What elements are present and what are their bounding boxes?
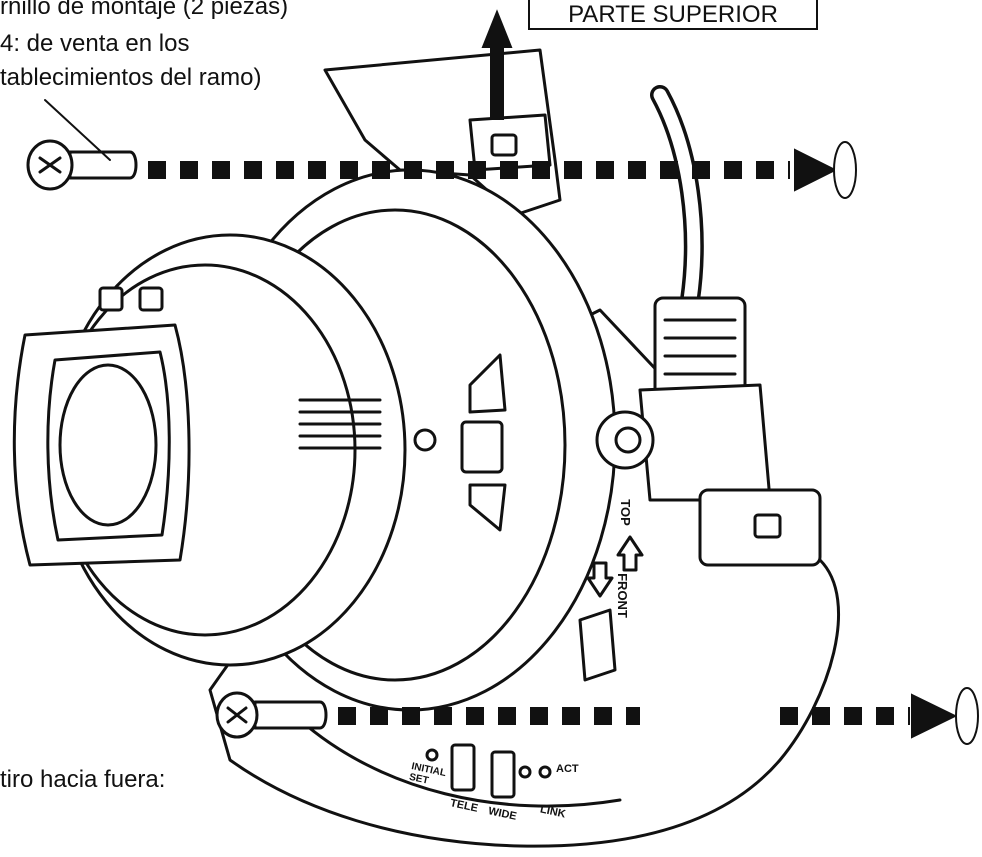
- top-label: PARTE SUPERIOR: [568, 1, 778, 28]
- vent-fin-middle: [460, 420, 504, 474]
- top-arrowhead: [794, 148, 838, 192]
- bottom-screw-shank: [253, 700, 328, 730]
- lens: [58, 363, 158, 527]
- bottom-target-hole: [955, 687, 979, 745]
- act-led: [538, 765, 552, 779]
- side-knob-center: [614, 426, 642, 454]
- screw-leader-line: [44, 99, 111, 161]
- act-marking: ACT: [556, 763, 579, 775]
- strain-relief-ribs: [663, 318, 737, 376]
- up-arrowhead: [481, 9, 513, 48]
- top-screw-shank: [68, 150, 138, 180]
- top-label-box: PARTE SUPERIOR: [528, 0, 818, 30]
- link-led: [518, 765, 532, 779]
- tele-switch: [450, 743, 476, 792]
- top-target-hole: [833, 141, 857, 199]
- lens-mark-right: [138, 286, 164, 312]
- lens-mark-left: [98, 286, 124, 312]
- bottom-arrowhead: [911, 693, 958, 739]
- vent-fin-top: [468, 353, 507, 414]
- screw-note-line2: 4: de venta en los: [0, 30, 190, 57]
- initial-set-button: [425, 748, 439, 762]
- center-screw: [413, 428, 437, 452]
- screw-note-line1: rnillo de montaje (2 piezas): [0, 0, 289, 20]
- top-direction-arrow: [616, 535, 644, 572]
- front-marking: FRONT: [614, 573, 630, 618]
- pull-note: tiro hacia fuera:: [0, 766, 166, 793]
- side-clamp-switch: [753, 513, 782, 539]
- front-direction-arrow: [586, 561, 614, 598]
- bottom-screw-slot: [226, 706, 248, 724]
- screw-note-line3: tablecimientos del ramo): [0, 64, 262, 91]
- cable-core: [653, 88, 701, 307]
- connector-body: [638, 383, 772, 502]
- base-inner-rim: [298, 718, 622, 808]
- vent-fin-bottom: [468, 483, 507, 532]
- dome-ribs: [298, 398, 382, 450]
- wide-switch: [490, 750, 516, 799]
- access-port: [578, 608, 617, 682]
- top-marking: TOP: [617, 499, 633, 526]
- top-bracket-switch: [490, 133, 518, 157]
- top-screw-slot: [38, 156, 62, 174]
